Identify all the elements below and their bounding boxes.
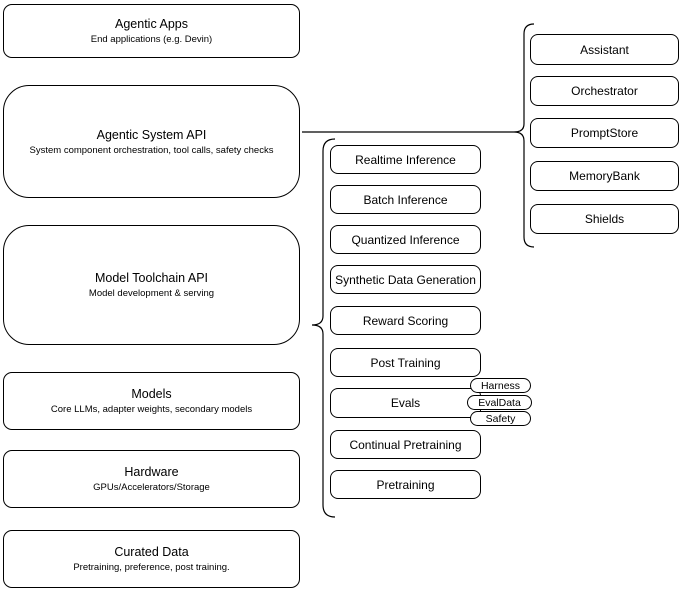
node-post-training: Post Training: [330, 348, 481, 377]
pill-harness: Harness: [470, 378, 531, 393]
node-label: Batch Inference: [363, 192, 448, 207]
node-pretraining: Pretraining: [330, 470, 481, 499]
node-memorybank: MemoryBank: [530, 161, 679, 191]
node-title: Curated Data: [114, 545, 189, 559]
toolchain-group-brace: [311, 138, 336, 518]
node-synthetic-data-generation: Synthetic Data Generation: [330, 265, 481, 294]
node-model-toolchain-api: Model Toolchain API Model development & …: [3, 225, 300, 345]
node-label: MemoryBank: [569, 169, 640, 183]
node-shields: Shields: [530, 204, 679, 234]
node-models: Models Core LLMs, adapter weights, secon…: [3, 372, 300, 430]
node-label: Shields: [584, 212, 625, 226]
node-title: Models: [131, 387, 172, 401]
node-agentic-system-api: Agentic System API System component orch…: [3, 85, 300, 198]
node-agentic-apps: Agentic Apps End applications (e.g. Devi…: [3, 4, 300, 58]
node-title: Hardware: [124, 465, 179, 479]
node-continual-pretraining: Continual Pretraining: [330, 430, 481, 459]
node-hardware: Hardware GPUs/Accelerators/Storage: [3, 450, 300, 508]
node-label: Evals: [390, 396, 421, 410]
pill-label: Safety: [485, 412, 516, 425]
node-subtitle: Core LLMs, adapter weights, secondary mo…: [50, 404, 253, 415]
pill-safety: Safety: [470, 411, 531, 426]
node-reward-scoring: Reward Scoring: [330, 306, 481, 335]
node-curated-data: Curated Data Pretraining, preference, po…: [3, 530, 300, 588]
node-title: Agentic System API: [96, 127, 207, 142]
node-subtitle: Pretraining, preference, post training.: [73, 562, 230, 573]
node-label: Post Training: [370, 355, 441, 370]
node-title: Model Toolchain API: [94, 271, 209, 285]
node-label: Assistant: [580, 42, 629, 57]
node-label: Orchestrator: [571, 84, 638, 98]
components-group-brace: [513, 23, 535, 248]
node-title: Agentic Apps: [115, 17, 188, 31]
node-label: Continual Pretraining: [349, 437, 462, 452]
node-batch-inference: Batch Inference: [330, 185, 481, 214]
pill-evaldata: EvalData: [467, 395, 532, 410]
node-subtitle: GPUs/Accelerators/Storage: [93, 482, 210, 493]
node-evals: Evals: [330, 388, 481, 418]
node-orchestrator: Orchestrator: [530, 76, 679, 106]
node-quantized-inference: Quantized Inference: [330, 225, 481, 254]
node-subtitle: Model development & serving: [88, 288, 215, 299]
node-label: Quantized Inference: [351, 232, 460, 247]
node-label: Synthetic Data Generation: [335, 272, 476, 287]
node-label: PromptStore: [570, 126, 639, 140]
node-label: Pretraining: [376, 477, 435, 492]
pill-label: Harness: [480, 379, 521, 392]
node-assistant: Assistant: [530, 34, 679, 65]
node-subtitle: System component orchestration, tool cal…: [29, 144, 274, 156]
node-subtitle: End applications (e.g. Devin): [90, 34, 213, 45]
node-label: Realtime Inference: [355, 152, 456, 167]
node-realtime-inference: Realtime Inference: [330, 145, 481, 174]
node-label: Reward Scoring: [362, 313, 449, 328]
node-promptstore: PromptStore: [530, 118, 679, 148]
pill-label: EvalData: [478, 396, 521, 409]
